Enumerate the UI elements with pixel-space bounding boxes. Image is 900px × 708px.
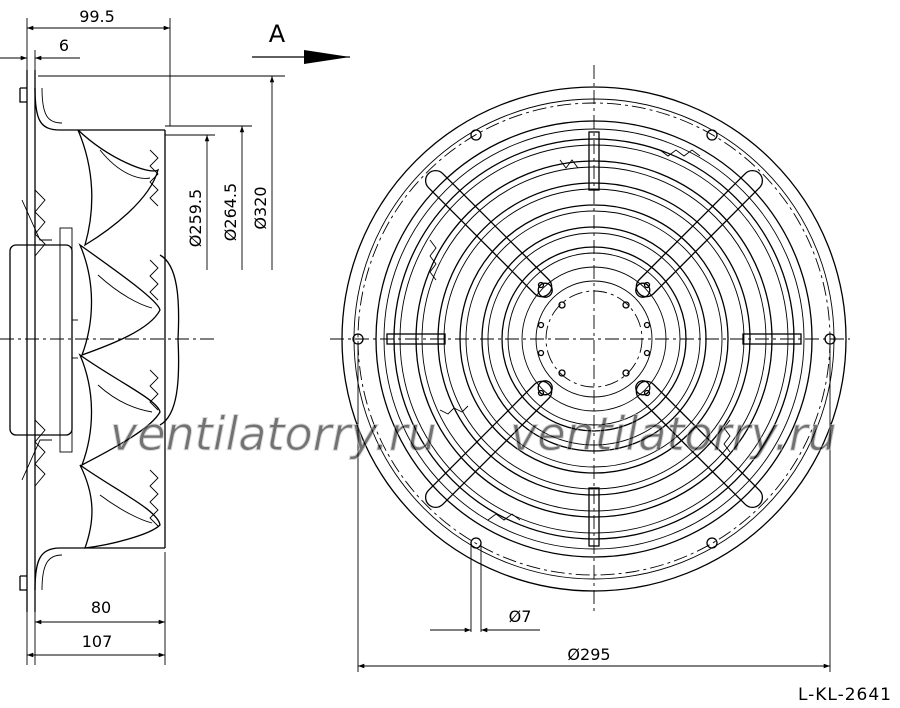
side-bottom-dimensions [26, 552, 166, 665]
dim-diameter-259: Ø259.5 [186, 189, 205, 247]
dim-diameter-264: Ø264.5 [221, 183, 240, 241]
view-label: A [269, 20, 286, 48]
dim-flange: 6 [59, 36, 69, 55]
watermark-left: ventilatorry.ru [110, 407, 437, 461]
mounting-hole [706, 129, 718, 141]
side-top-dimensions [0, 18, 285, 270]
support-arms [424, 169, 764, 509]
mounting-hole [352, 333, 364, 345]
guard-profile [21, 189, 52, 487]
dim-bolt-circle: Ø295 [567, 645, 610, 664]
motor-hub [537, 281, 651, 397]
flange-outer-circle [341, 86, 847, 592]
impeller-blades-side [77, 129, 180, 549]
venturi-circle [375, 120, 813, 558]
side-view: 99.5 6 Ø259.5 Ø264.5 Ø320 A 80 107 [0, 7, 350, 665]
mounting-holes [352, 129, 836, 549]
drawing-code: L-KL-2641 [798, 685, 892, 705]
front-view: Ø7 Ø295 [330, 65, 850, 672]
guard-rings [393, 138, 795, 540]
mounting-hole [470, 129, 482, 141]
watermark-right: ventilatorry.ru [510, 407, 837, 461]
mounting-hole [824, 333, 836, 345]
dim-depth-107: 107 [82, 632, 113, 651]
view-arrow [252, 50, 350, 64]
bolt-circle-dimension: Ø295 [357, 345, 831, 672]
dim-overall-depth: 99.5 [79, 7, 115, 26]
dim-hole: Ø7 [509, 607, 532, 626]
bolt-circle [357, 102, 831, 576]
flange-ring [19, 70, 166, 612]
mounting-hole [706, 537, 718, 549]
dim-diameter-320: Ø320 [251, 186, 270, 229]
hole-dimension: Ø7 [430, 543, 540, 633]
guard-straight-bars [386, 131, 802, 547]
motor-body [9, 227, 78, 453]
blade-edges [429, 149, 731, 521]
dim-depth-80: 80 [91, 598, 111, 617]
